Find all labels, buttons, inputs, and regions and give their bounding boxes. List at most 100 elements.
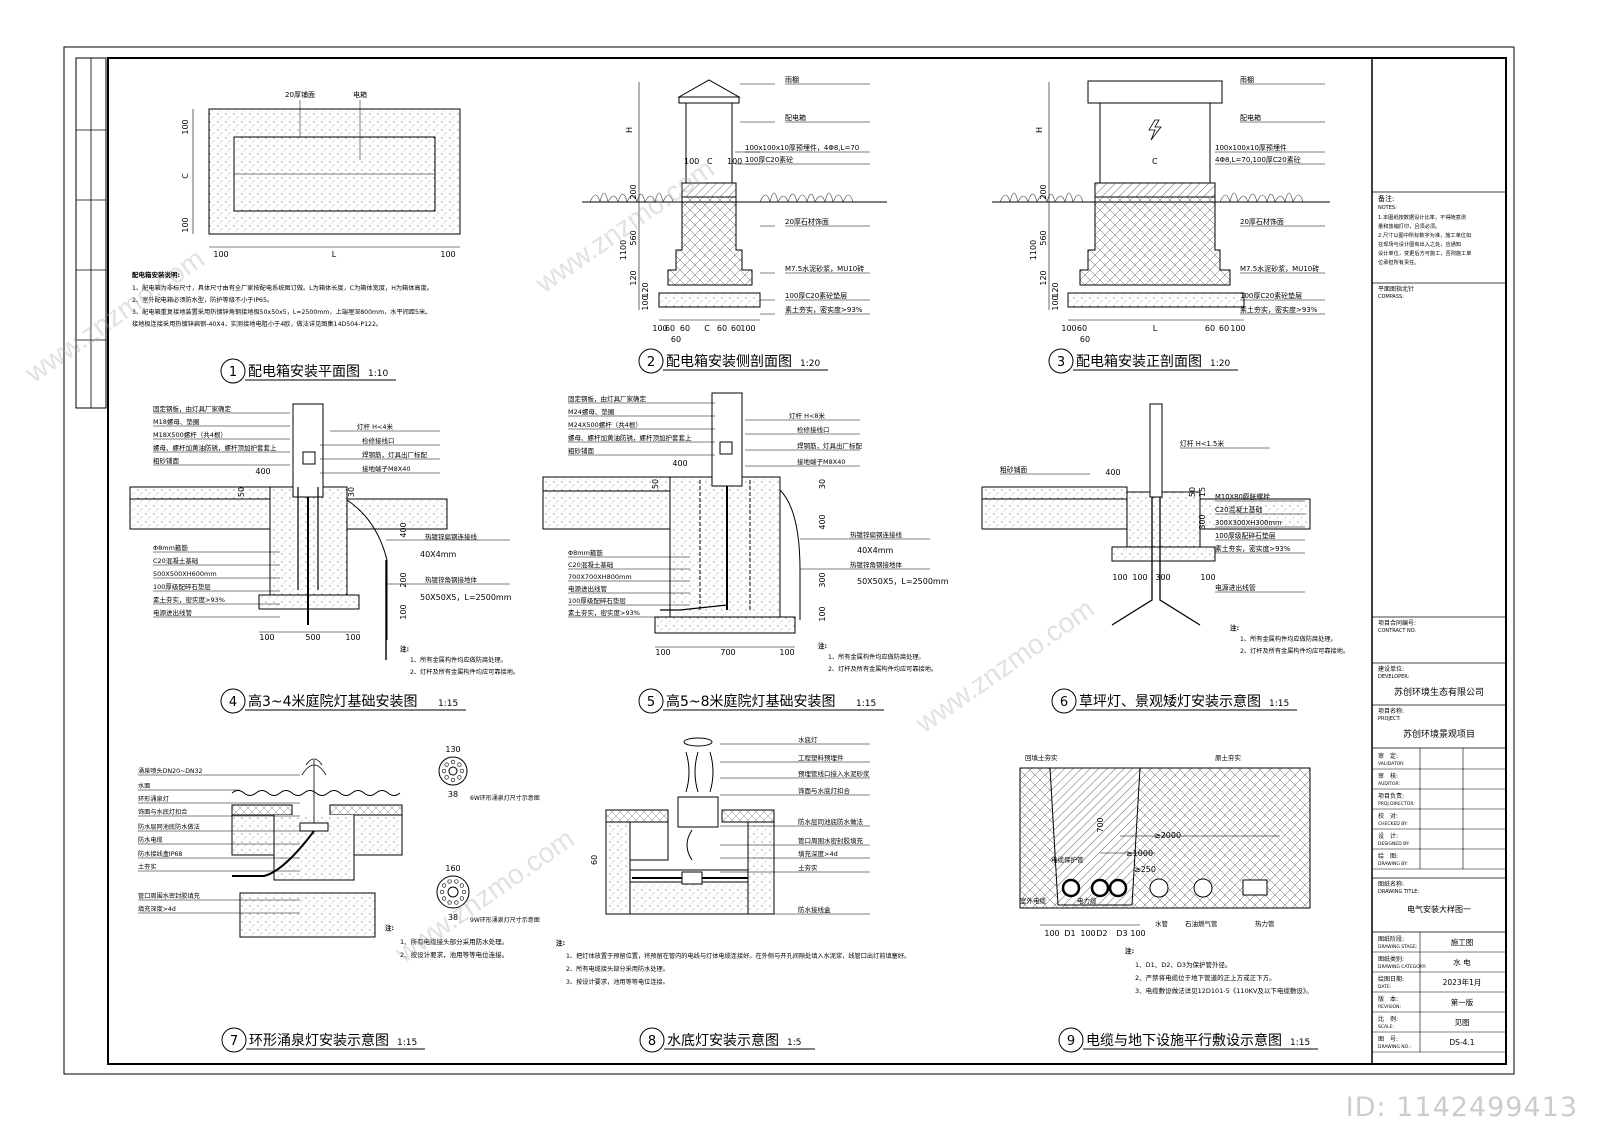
developer-label-en: DEVELOPER: (1378, 674, 1410, 680)
d4-dim: 50 (237, 487, 246, 497)
project-label: 项目名称: (1378, 707, 1404, 715)
meta-label: 比 例: (1378, 1015, 1398, 1023)
d5-dim: 100 (779, 648, 794, 657)
d6-labels: 灯杆 H<1.5米粗砂铺面M10X80膨胀螺栓C20混凝土基础300X300XH… (1000, 439, 1305, 593)
d8-label: 填充深度>4d (798, 849, 838, 858)
d7-label: 防水电缆 (138, 836, 163, 844)
d5-dim: 100 (655, 648, 670, 657)
binding-strip (75, 57, 107, 409)
d4-dim: 400 (399, 522, 408, 537)
meta-label-en: DRAWING STAGE: (1378, 944, 1417, 950)
title-block: 备注: NOTES: 1.本图纸按数据设计比率，不得随意测 量和放缩打印，且须必… (1371, 57, 1507, 1065)
d8-label: 预埋管线口接入水泥砂浆 (798, 769, 870, 778)
d4-label-lower: 500X500XH600mm (153, 570, 217, 578)
d2-dim-bottom: 60 (671, 335, 681, 344)
d2-dim: 200 (629, 184, 638, 199)
d2-label: M7.5水泥砂浆，MU10砖 (785, 264, 864, 273)
nozzle-hole (439, 889, 445, 895)
detail-scale: 1:15 (1269, 699, 1289, 709)
d1-notes-title: 配电箱安装说明: (132, 270, 180, 279)
d5-label-lower: C20混凝土基础 (568, 560, 614, 569)
nozzle-hole (444, 762, 449, 767)
d3-label: 雨棚 (1240, 75, 1254, 84)
d9-label: 室外电缆 (1020, 896, 1047, 905)
d7-note-line: 1、所有电缆接头部分采用防水处理。 (400, 937, 508, 946)
contract-no-label-en: CONTRACT NO. (1378, 628, 1416, 634)
notes-title: 备注: (1378, 194, 1394, 203)
meta-value: DS-4.1 (1449, 1038, 1474, 1047)
nozzle-hole (444, 775, 449, 780)
d1-dim-left-top: 100 (181, 119, 190, 134)
d4-dim: 500 (305, 633, 320, 642)
d7-small2-caption: 9W环形涌泉灯尺寸示意图 (470, 916, 540, 924)
d4-label-side: 40X4mm (420, 550, 457, 559)
d1-notes: 1、配电箱为非标尺寸，具体尺寸由有全厂家按配电系统图订做。L为箱体长度，C为箱体… (132, 284, 433, 328)
notes-line: 2.尺寸以图中所标数字为准，施工单位如 (1378, 231, 1471, 239)
nozzle-hole (450, 759, 456, 765)
d9-dim: ≥250 (1134, 865, 1156, 874)
d3-label: 配电箱 (1240, 113, 1261, 122)
signature-label: 项目负责: (1378, 792, 1404, 800)
d3-label: 4Φ8,L=70,100厚C20素砼 (1215, 155, 1301, 164)
d3-dim: 200 (1039, 184, 1048, 199)
d1-dim-bottom-2: L (332, 250, 337, 259)
d6-dim: 15 (1198, 487, 1207, 497)
signature-label-en: AUDITOR: (1378, 781, 1400, 787)
detail-number: 7 (230, 1034, 238, 1049)
d2-dim: 100 (641, 295, 650, 310)
detail-number-circle (1058, 1027, 1084, 1053)
notes-text: 1.本图纸按数据设计比率，不得随意测 量和放缩打印，且须必须。2.尺寸以图中所标… (1378, 213, 1471, 266)
d2-label: 100厚C20素砼 (745, 155, 793, 164)
d4-note-line: 1、所有金属构件均应做防腐处理。 (410, 656, 507, 664)
d1-dim-bottom-3: 100 (440, 250, 455, 259)
d2-label: 配电箱 (785, 113, 806, 122)
detail-number: 1 (229, 365, 237, 380)
d8-notes-title: 注: (556, 938, 565, 947)
d2-label: 20厚石材饰面 (785, 217, 829, 226)
signature-label-en: CHECKED BY: (1378, 821, 1408, 827)
d9-label: 热力管 (1255, 919, 1275, 928)
detail-2-side-section: 雨棚配电箱100x100x10厚预埋件，4Φ8,L=70100厚C20素砼20厚… (582, 75, 887, 344)
d4-label-lower: 素土夯实，密实度>93% (153, 595, 225, 604)
d4-dim: 400 (255, 467, 270, 476)
detail-number-circle (1048, 348, 1074, 374)
d5-labels: 固定钢板，由灯具厂家确定M24螺母、垫圈M24X500螺杆（共4根）螺母、螺杆加… (568, 394, 949, 657)
d7-note-line: 2、按设计要求，池用等等电位连接。 (400, 950, 508, 959)
d5-note-line: 2、灯杆及所有金属构件均应可靠接地。 (828, 665, 937, 673)
d9-note-line: 3、电缆敷设做法详见12D101-5《110KV及以下电缆敷设》。 (1135, 986, 1313, 995)
d2-dim-bottom: 60 (717, 324, 727, 333)
drawing-title-label: 图纸名称: (1378, 880, 1404, 888)
d6-dim: 300 (1155, 573, 1170, 582)
d9-notes: 注:1、D1、D2、D3为保护管外径。2、严禁将电缆位于地下管道的正上方或正下方… (1125, 946, 1313, 995)
d1-label-paving: 20厚铺面 (285, 90, 315, 99)
d3-dim-bottom: 100 (1061, 324, 1076, 333)
notes-title-en: NOTES: (1378, 205, 1397, 211)
d8-label: 土夯实 (798, 863, 818, 872)
nozzle-hole (457, 775, 462, 780)
d8-labels: 水底灯工程塑料预埋件预埋管线口接入水泥砂浆饰面与水底灯扣合防水层同池底防水做法管… (720, 735, 870, 915)
d4-notes: 注:1、所有金属构件均应做防腐处理。2、灯杆及所有金属构件均应可靠接地。 (400, 644, 519, 676)
detail-title: 水底灯安装示意图 (667, 1032, 779, 1049)
d1-note-line: 接地极连接采用热镀锌扁钢-40X4，实测接地电阻小于4欧，做法详见图集14D50… (132, 320, 382, 328)
developer-label: 建设单位: (1378, 665, 1404, 673)
d8-note-line: 2、所有电缆接头部分采用防水处理。 (566, 965, 669, 973)
d9-label: 回填土夯实 (1025, 753, 1058, 762)
detail-number: 4 (229, 695, 237, 710)
d6-label: M10X80膨胀螺栓 (1215, 492, 1270, 501)
detail-number-circle (220, 358, 246, 384)
d9-dim-bottom: 100 (1044, 929, 1059, 938)
detail-scale: 1:10 (368, 369, 388, 379)
d4-label-right: 检修接线口 (362, 436, 395, 445)
signature-label: 绘 图: (1378, 852, 1398, 860)
meta-label: 版 本: (1378, 995, 1398, 1003)
d3-dim-bottom: 60 (1080, 335, 1090, 344)
d5-label-left: M24螺母、垫圈 (568, 407, 614, 416)
detail-scale: 1:15 (1290, 1038, 1310, 1048)
d5-label-lower: 电源进出线管 (568, 584, 608, 593)
d5-dim: 400 (818, 514, 827, 529)
detail-title: 环形涌泉灯安装示意图 (249, 1032, 389, 1049)
d5-dim: 30 (818, 479, 827, 489)
d4-dim: 30 (347, 487, 356, 497)
